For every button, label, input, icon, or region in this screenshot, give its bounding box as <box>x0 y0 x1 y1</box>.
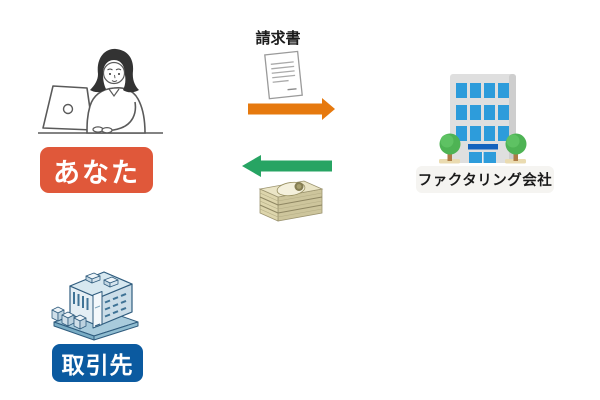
arrow-left-icon <box>242 155 332 177</box>
arrow-left-shape <box>242 155 332 177</box>
arrow-right-icon <box>248 98 335 120</box>
client-label: 取引先 <box>52 344 143 382</box>
invoice-document-icon <box>264 50 303 100</box>
crates-icon <box>51 306 87 330</box>
person-at-laptop-icon <box>38 48 163 134</box>
office-building-icon <box>439 74 527 164</box>
arrow-right-shape <box>248 98 335 120</box>
isometric-building-icon <box>51 271 139 341</box>
factoring-company-label: ファクタリング会社 <box>416 166 554 193</box>
invoice-label: 請求書 <box>255 30 301 47</box>
you-label: あなた <box>40 147 153 193</box>
cash-stack-icon <box>258 180 324 222</box>
tree-left-icon <box>439 133 461 164</box>
tree-right-icon <box>505 133 527 164</box>
building-windows <box>456 83 509 141</box>
